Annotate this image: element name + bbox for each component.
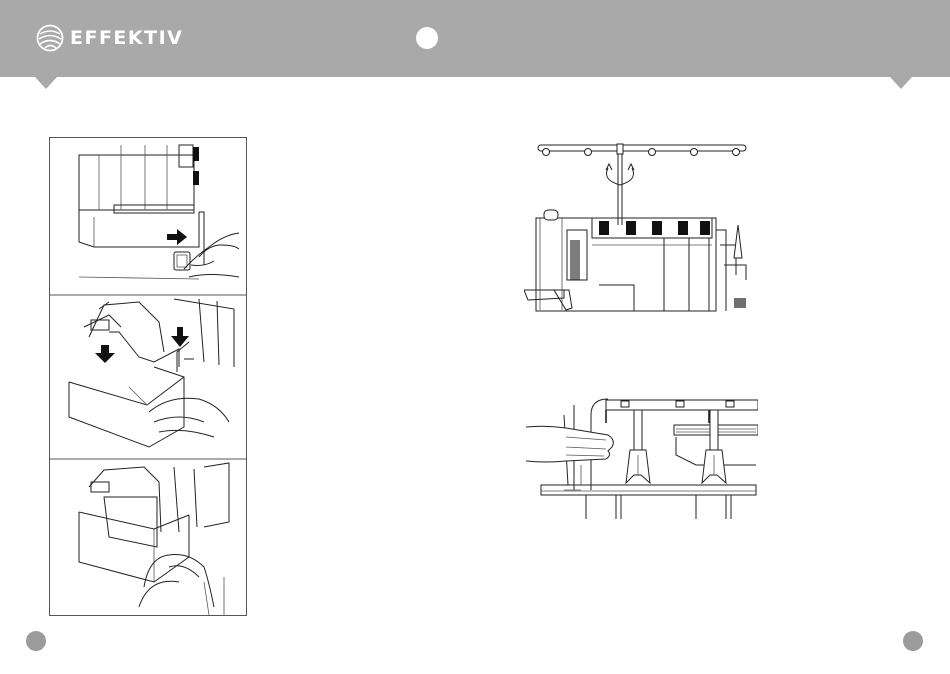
page-marker-left bbox=[26, 631, 46, 651]
left-illustration-panel bbox=[49, 137, 248, 617]
spool-pin-illustration bbox=[526, 395, 758, 520]
header-page-dot bbox=[416, 27, 438, 49]
brand-name: EFFEKTIV bbox=[70, 27, 183, 49]
header-tab-left bbox=[35, 77, 57, 89]
globe-swirl-icon bbox=[36, 24, 64, 52]
thread-stand-illustration bbox=[524, 140, 758, 315]
brand-logo: EFFEKTIV bbox=[36, 24, 183, 52]
header-tab-right bbox=[890, 77, 912, 89]
page-marker-right bbox=[903, 631, 923, 651]
